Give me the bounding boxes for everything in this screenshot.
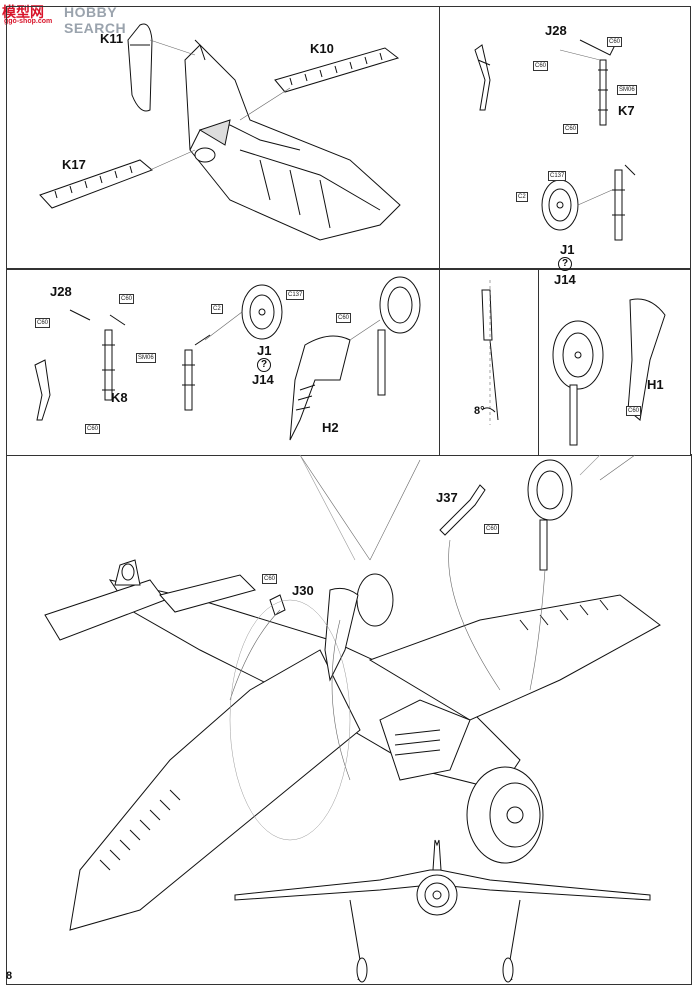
paint-tag-c60: C60 [336,313,352,323]
part-label-h2: H2 [322,420,339,435]
strut-wheel-panel-3-drawing [182,334,211,411]
paint-tag-c60: C60 [533,61,549,71]
part-label-k7: K7 [618,103,635,118]
part-label-j1: J1 [560,242,575,257]
panel-main-view [6,454,692,985]
paint-tag-c60: C60 [262,574,278,584]
elevator-k10-drawing [274,47,400,93]
paint-tag-c60: C60 [119,294,135,304]
watermark-url: ggo-shop.com [4,18,53,25]
wheel-panel-3-drawing [241,284,283,340]
strut-with-wheel-panel-2-drawing [612,164,636,241]
part-label-j28: J28 [545,23,567,38]
paint-tag-c2: C2 [516,192,528,202]
part-label-k8: K8 [111,390,128,405]
part-label-h1: H1 [647,377,664,392]
wheel-h1-drawing [552,298,666,446]
part-label-j14: J14 [252,372,274,387]
paint-tag-c60: C60 [35,318,51,328]
paint-tag-c60: C60 [626,406,642,416]
part-label-j14: J14 [554,272,576,287]
paint-tag-c60: C60 [85,424,101,434]
wheel-panel-2-drawing [541,179,579,231]
part-label-k11: K11 [100,31,124,46]
gear-door-h2-drawing [289,335,351,441]
panel-2-leader-lines [559,49,613,206]
paint-tag-c137: C137 [548,171,567,181]
panel-angle [438,268,539,456]
panel-3-leader-lines [204,311,381,341]
optional-part-icon: ? [558,257,572,271]
paint-tag-sm06: SM06 [136,353,156,363]
strut-k7-drawing [579,39,616,126]
strut-angle-drawing [481,280,499,425]
panel-1-leader-lines [149,39,291,171]
aircraft-front-view-drawing [234,839,651,983]
rudder-part-drawing [127,23,153,112]
paint-tag-c60: C60 [563,124,579,134]
strut-k8-drawing [69,309,126,401]
angle-label: 8° [474,405,485,417]
part-label-j1: J1 [257,343,272,358]
page-number: 8 [6,970,13,982]
paint-tag-c137: C137 [286,290,305,300]
panel-tail-assembly [6,6,440,270]
paint-tag-c60: C60 [607,37,623,47]
watermark-brand: 模型网 [2,4,44,20]
part-label-j37: J37 [436,490,458,505]
elevator-k17-drawing [39,159,153,209]
paint-tag-c2: C2 [211,304,223,314]
part-label-j30: J30 [292,583,314,598]
tail-fuselage-drawing [184,39,401,241]
strut-small-panel-3-drawing [34,359,51,421]
panel-wheel [538,268,691,456]
watermark: 模型网 HOBBY SEARCH ggo-shop.com [0,0,160,36]
strut-small-left-drawing [474,44,491,111]
part-label-k17: K17 [62,157,86,172]
paint-tag-c60: C60 [484,524,500,534]
part-label-k10: K10 [310,41,334,56]
part-label-j28: J28 [50,284,72,299]
watermark-search: HOBBY SEARCH [64,4,127,36]
aircraft-main-drawing [44,454,661,931]
panel-strut-left [6,268,440,456]
wheel-assembly-panel-3-drawing [377,276,421,396]
paint-tag-sm06: SM06 [617,85,637,95]
optional-part-icon: ? [257,358,271,372]
